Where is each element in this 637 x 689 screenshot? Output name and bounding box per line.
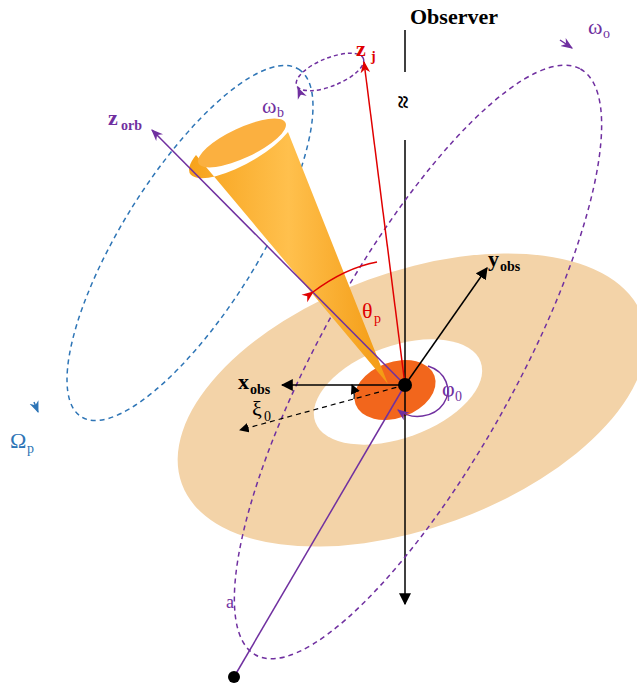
y-axis (405, 268, 487, 385)
line-of-sight (404, 140, 406, 604)
angle-label: ξ (252, 398, 262, 420)
frequency-label: ω (262, 95, 276, 117)
line-of-sight (404, 30, 406, 72)
angle-subscript: p (374, 312, 381, 326)
distance-break: ≈ (391, 95, 415, 108)
frequency-subscript: p (27, 442, 34, 456)
jet-cone (189, 132, 388, 384)
nutation-arrow (298, 88, 301, 95)
separation-line (234, 385, 405, 677)
angle-arc (313, 262, 377, 292)
axis-subscript: j (371, 50, 376, 64)
axis-subscript: obs (250, 383, 270, 397)
axis-subscript: orb (121, 119, 142, 133)
x-axis (282, 384, 405, 386)
companion-star (228, 671, 240, 683)
axis-subscript: obs (500, 260, 520, 274)
axis-label: z (108, 107, 118, 129)
observer-label: Observer (410, 6, 498, 28)
angle-label: θ (362, 300, 373, 322)
angle-arc (398, 366, 448, 416)
frequency-label: Ω (10, 430, 26, 452)
inner-disc (346, 349, 444, 430)
disc-gap (300, 319, 497, 466)
precession-arrow (34, 402, 38, 412)
frequency-label: ω (588, 16, 602, 38)
axis-label: x (238, 371, 249, 393)
orbital-axis (152, 130, 405, 385)
orbit-path (170, 21, 637, 689)
angle-label: φ (442, 378, 455, 400)
axis-label: z (356, 38, 366, 60)
accretion-disc (138, 196, 637, 604)
angle-arc (352, 385, 354, 399)
jet-cone-top (192, 109, 292, 177)
frequency-subscript: b (277, 106, 284, 120)
angle-subscript: 0 (455, 390, 462, 404)
jet-axis (364, 62, 405, 385)
separation-label: a (226, 593, 234, 611)
orbit-arrow (560, 40, 572, 48)
frequency-subscript: o (603, 27, 610, 41)
axis-label: y (488, 248, 499, 270)
angle-subscript: 0 (264, 410, 271, 424)
central-object (398, 378, 412, 392)
